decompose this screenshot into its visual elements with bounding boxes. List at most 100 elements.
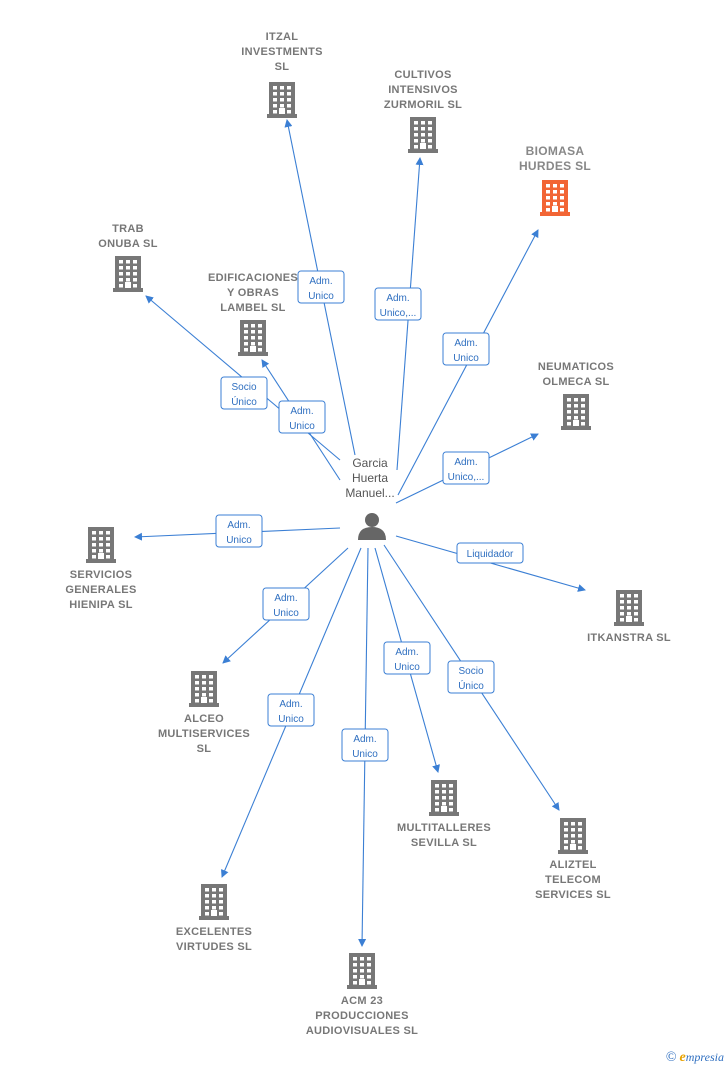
edge-label-text: Unico <box>453 353 479 364</box>
building-icon <box>561 394 591 430</box>
company-label-line: INTENSIVOS <box>388 84 458 96</box>
edge-label-text: Adm. <box>454 338 477 349</box>
brand-initial: e <box>679 1050 686 1065</box>
nodes-layer: ITZALINVESTMENTSSLCULTIVOSINTENSIVOSZURM… <box>65 31 671 1037</box>
company-label-line: BIOMASA <box>526 144 585 158</box>
edge-label-text: Unico <box>352 749 378 760</box>
company-label-line: ACM 23 <box>341 995 383 1007</box>
company-label-line: HIENIPA SL <box>69 599 133 611</box>
company-node-alceo[interactable]: ALCEO MULTISERVICES SL <box>158 671 250 755</box>
edge-label-text: Liquidador <box>467 549 514 560</box>
edge-label-text: Adm. <box>274 593 297 604</box>
edge-label-text: Adm. <box>395 647 418 658</box>
edge-label-itzal[interactable]: Adm.Unico <box>297 270 345 304</box>
company-label-line: MULTISERVICES <box>158 728 250 740</box>
copyright-symbol: © <box>665 1050 677 1065</box>
edge-label-text: Adm. <box>227 520 250 531</box>
building-icon <box>540 180 570 216</box>
edge-label-servicios[interactable]: Adm. Unico <box>215 514 263 548</box>
company-label-line: SL <box>275 61 290 73</box>
edge-label-edificaciones[interactable]: Adm.Unico <box>278 400 326 434</box>
company-label-line: VIRTUDES SL <box>176 941 252 953</box>
company-label-line: AUDIOVISUALES SL <box>306 1025 418 1037</box>
company-label-line: ALCEO <box>184 713 224 725</box>
company-label-line: ITZAL <box>266 31 299 43</box>
edge-label-text: Adm. <box>353 734 376 745</box>
edge-label-text: Adm. <box>279 699 302 710</box>
edge-label-text: Unico <box>394 662 420 673</box>
edge-label-text: Unico,... <box>380 308 417 319</box>
company-label-line: Y OBRAS <box>227 287 279 299</box>
edge-label-text: Socio <box>458 666 483 677</box>
building-icon <box>347 953 377 989</box>
building-icon <box>113 256 143 292</box>
edge-label-text: Unico <box>289 421 315 432</box>
company-node-aliztel[interactable]: ALIZTEL TELECOM SERVICES SL <box>535 818 611 901</box>
edge-label-biomasa[interactable]: Adm. Unico <box>442 332 490 366</box>
company-node-itkanstra[interactable]: ITKANSTRA SL <box>587 590 671 644</box>
person-icon <box>358 513 386 540</box>
company-label-line: SEVILLA SL <box>411 837 477 849</box>
building-icon <box>199 884 229 920</box>
company-label-line: ALIZTEL <box>549 859 596 871</box>
company-node-neumaticos[interactable]: NEUMATICOS OLMECA SL <box>538 361 614 430</box>
edge-label-text: Único <box>231 395 257 408</box>
company-node-multitalleres[interactable]: MULTITALLERES SEVILLA SL <box>397 780 491 849</box>
edge-label-text: Unico <box>226 535 252 546</box>
company-label-line: MULTITALLERES <box>397 822 491 834</box>
person-node[interactable]: GarciaHuertaManuel... <box>345 456 395 540</box>
edge-label-excelentes[interactable]: Adm. Unico <box>267 693 315 727</box>
building-icon <box>267 82 297 118</box>
company-label-line: TRAB <box>112 223 144 235</box>
company-label-line: SERVICIOS <box>70 569 132 581</box>
company-label-line: SL <box>197 743 212 755</box>
building-icon <box>189 671 219 707</box>
edge-label-text: Unico <box>273 608 299 619</box>
company-label-line: EDIFICACIONES <box>208 272 298 284</box>
company-label-line: GENERALES <box>65 584 136 596</box>
company-label-line: ONUBA SL <box>98 238 157 250</box>
edge-label-multitalleres[interactable]: Adm. Unico <box>383 641 431 675</box>
building-icon <box>408 117 438 153</box>
edge-label-text: Único <box>458 679 484 692</box>
company-node-edificaciones[interactable]: EDIFICACIONES Y OBRAS LAMBEL SL <box>208 272 298 356</box>
building-icon <box>558 818 588 854</box>
footer-brand: © empresia <box>666 1050 724 1066</box>
edge-label-acm[interactable]: Adm. Unico <box>341 728 389 762</box>
company-label-line: OLMECA SL <box>542 376 609 388</box>
company-label-line: PRODUCCIONES <box>315 1010 408 1022</box>
edge-label-itkanstra[interactable]: Liquidador <box>456 542 524 564</box>
person-label-line: Huerta <box>352 471 388 485</box>
edge-label-alceo[interactable]: Adm. Unico <box>262 587 310 621</box>
edge-label-text: Socio <box>231 382 256 393</box>
company-node-acm[interactable]: ACM 23 PRODUCCIONES AUDIOVISUALES SL <box>306 953 418 1037</box>
company-label-line: CULTIVOS <box>394 69 451 81</box>
company-label-line: TELECOM <box>545 874 601 886</box>
company-label-line: ITKANSTRA SL <box>587 632 671 644</box>
edge-label-neumaticos[interactable]: Adm. Unico,... <box>442 451 490 485</box>
building-icon <box>429 780 459 816</box>
company-label-line: LAMBEL SL <box>220 302 285 314</box>
company-node-trab[interactable]: TRAB ONUBA SL <box>98 223 157 292</box>
edge-label-text: Unico <box>278 714 304 725</box>
company-label-line: SERVICES SL <box>535 889 611 901</box>
building-icon <box>238 320 268 356</box>
edge-label-text: Adm. <box>454 457 477 468</box>
person-label-line: Manuel... <box>345 486 394 500</box>
building-icon <box>614 590 644 626</box>
company-label-line: NEUMATICOS <box>538 361 614 373</box>
company-node-servicios[interactable]: SERVICIOS GENERALES HIENIPA SL <box>65 527 136 611</box>
brand-name: mpresia <box>685 1050 724 1064</box>
edge-label-cultivos[interactable]: Adm. Unico,... <box>374 287 422 321</box>
edge-label-text: Unico <box>308 291 334 302</box>
edge-label-text: Adm. <box>386 293 409 304</box>
edge-label-text: Unico,... <box>448 472 485 483</box>
